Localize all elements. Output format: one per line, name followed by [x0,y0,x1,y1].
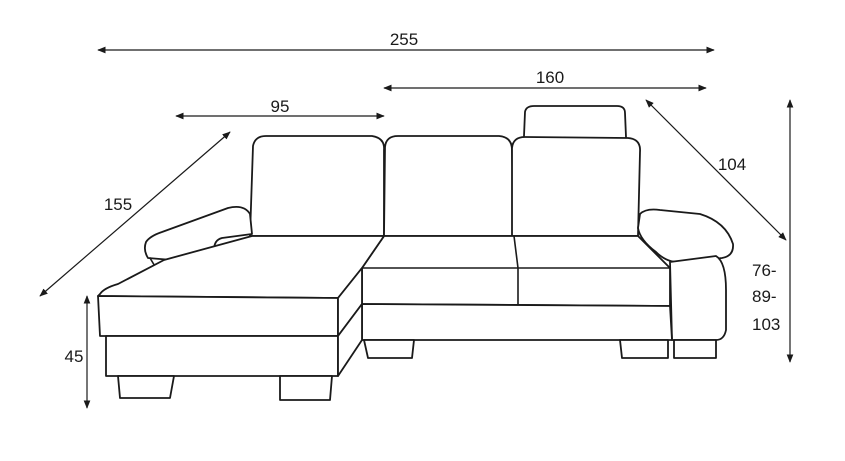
foot-chaise-left [117,375,175,399]
back-cushion-right [511,136,641,237]
foot-chaise-right [279,375,333,401]
dimension-lines [39,46,794,409]
chaise-seat [97,235,385,299]
back-cushion-middle [383,135,515,237]
back-cushion-left [249,135,385,237]
foot-main-right [619,339,669,359]
label-main-depth: 104 [718,155,746,174]
label-chaise-width: 95 [271,97,290,116]
label-back-height-2: 89- [752,287,777,306]
label-back-height-3: 103 [752,315,780,334]
label-chaise-depth: 155 [104,195,132,214]
base-main [361,303,673,341]
dim-line-chaise-depth [39,131,231,297]
seat-divider [513,235,519,306]
dimension-labels: 255 160 95 155 104 45 76- 89- 103 [65,30,781,366]
label-seat-height: 45 [65,347,84,366]
label-main-width: 160 [536,68,564,87]
foot-arm-right [673,339,717,359]
arm-side-panel-right [669,255,727,341]
chaise-cushion-front [97,295,339,337]
label-total-width: 255 [390,30,418,49]
chaise-base-side [337,303,363,377]
foot-main-left [363,339,415,359]
chaise-base-front [105,335,339,377]
headrest [523,105,627,138]
label-back-height-1: 76- [752,261,777,280]
dim-line-main-depth [645,99,787,241]
sofa-drawing [97,105,734,401]
